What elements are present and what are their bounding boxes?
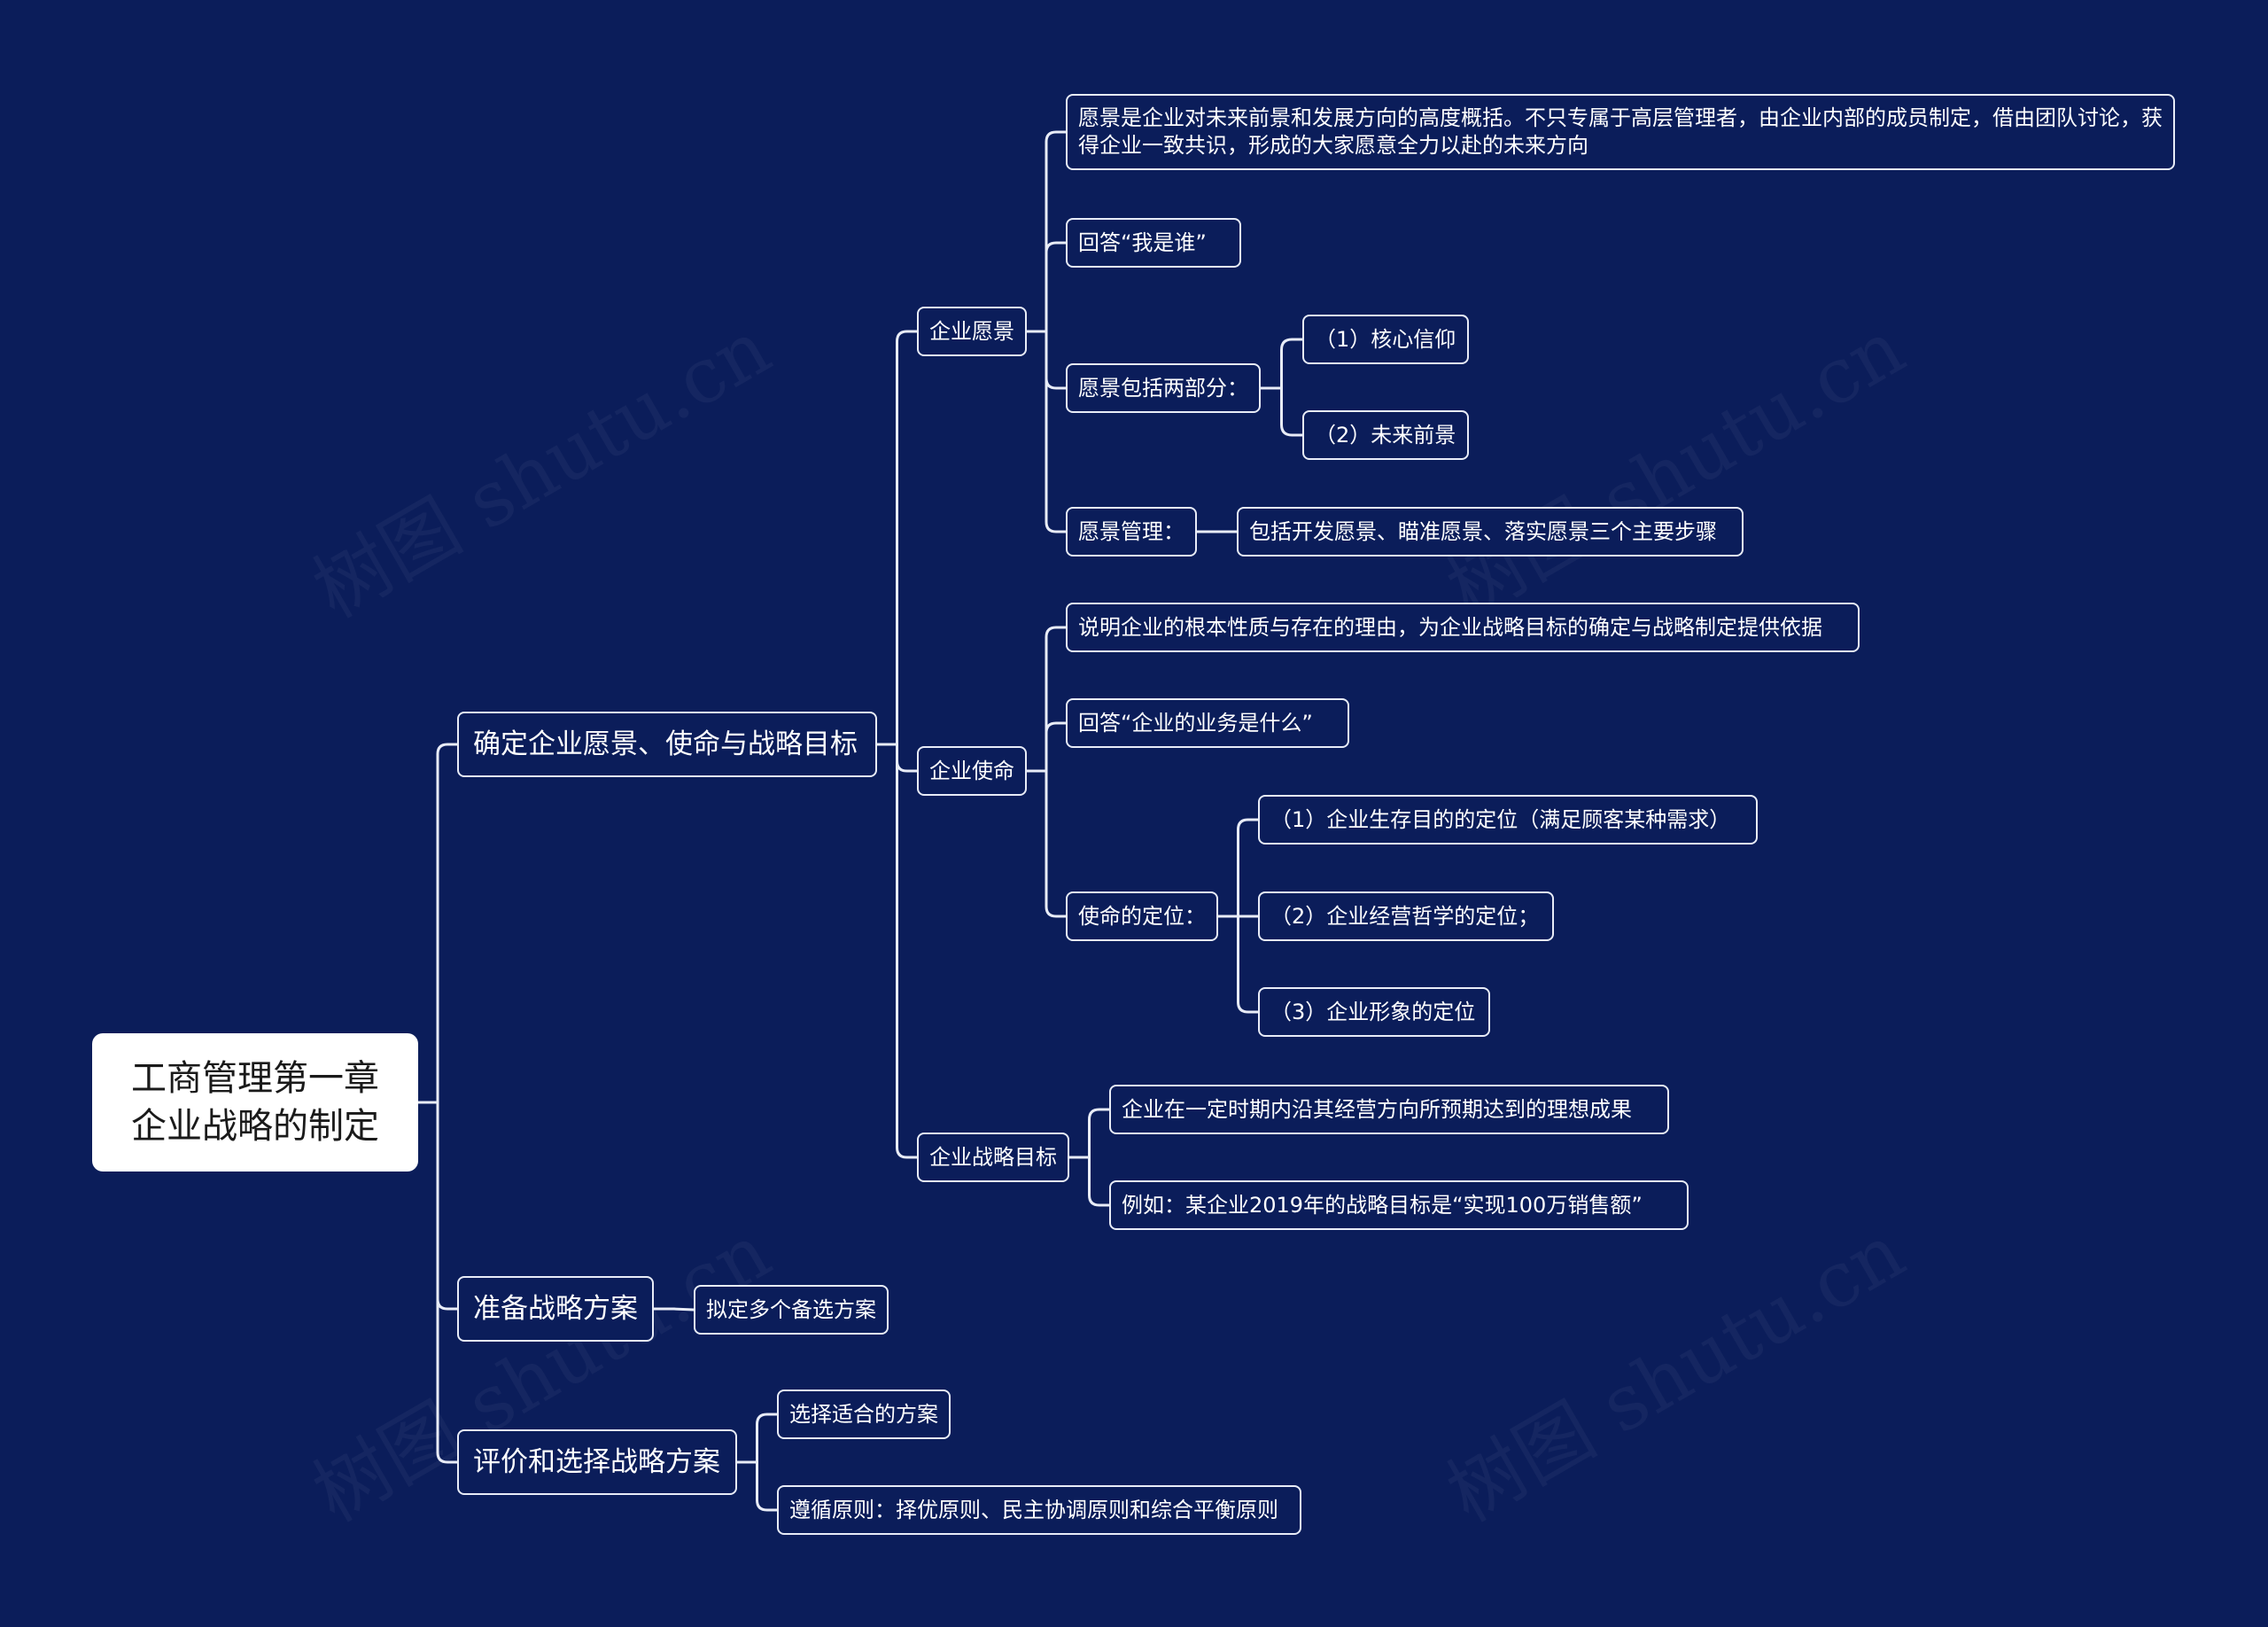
node-mission-definition[interactable]: 说明企业的根本性质与存在的理由，为企业战略目标的确定与战略制定提供依据: [1066, 603, 1860, 652]
node-vision[interactable]: 企业愿景: [917, 307, 1027, 356]
node-draft-alternatives[interactable]: 拟定多个备选方案: [694, 1285, 889, 1335]
watermark: 树图 shutu.cn: [1424, 288, 1921, 639]
node-vision-management-detail[interactable]: 包括开发愿景、瞄准愿景、落实愿景三个主要步骤: [1237, 507, 1744, 557]
connector-line: [1045, 330, 1068, 390]
node-vision-definition[interactable]: 愿景是企业对未来前景和发展方向的高度概括。不只专属于高层管理者，由企业内部的成员…: [1066, 94, 2175, 170]
connector-line: [896, 743, 919, 773]
node-positioning-purpose[interactable]: （1）企业生存目的的定位（满足顾客某种需求）: [1258, 795, 1758, 845]
connector-line: [1045, 241, 1068, 333]
root-title-line2: 企业战略的制定: [131, 1106, 379, 1147]
node-mission[interactable]: 企业使命: [917, 746, 1027, 796]
connector-line: [672, 1307, 695, 1312]
connector-line: [1045, 721, 1068, 773]
branch-strategy-goals[interactable]: 确定企业愿景、使命与战略目标: [457, 712, 877, 777]
connector-line: [436, 743, 459, 1104]
connector-line: [1280, 386, 1304, 437]
connector-line: [1045, 330, 1068, 533]
connector-line: [756, 1413, 779, 1464]
connector-line: [436, 1101, 459, 1311]
node-vision-answer[interactable]: 回答“我是谁”: [1066, 218, 1241, 268]
node-vision-management[interactable]: 愿景管理：: [1066, 507, 1197, 557]
connector-line: [1088, 1156, 1111, 1207]
connector-line: [436, 1101, 459, 1464]
node-mission-positioning[interactable]: 使命的定位：: [1066, 891, 1218, 941]
connector-line: [896, 743, 919, 1159]
node-goal-definition[interactable]: 企业在一定时期内沿其经营方向所预期达到的理想成果: [1109, 1085, 1669, 1134]
node-mission-answer[interactable]: 回答“企业的业务是什么”: [1066, 698, 1349, 748]
connector-line: [1237, 915, 1260, 1014]
connector-line: [1045, 130, 1068, 333]
node-goal-example[interactable]: 例如：某企业2019年的战略目标是“实现100万销售额”: [1109, 1180, 1689, 1230]
node-principles[interactable]: 遵循原则：择优原则、民主协调原则和综合平衡原则: [777, 1485, 1301, 1535]
node-choose-suitable[interactable]: 选择适合的方案: [777, 1390, 951, 1439]
node-positioning-philosophy[interactable]: （2）企业经营哲学的定位；: [1258, 891, 1554, 941]
branch-evaluate-plans[interactable]: 评价和选择战略方案: [457, 1429, 737, 1495]
node-strategic-goal[interactable]: 企业战略目标: [917, 1133, 1069, 1182]
watermark: 树图 shutu.cn: [290, 288, 787, 639]
connector-line: [1045, 769, 1068, 918]
connector-line: [1280, 338, 1304, 390]
root-node[interactable]: 工商管理第一章 企业战略的制定: [92, 1033, 418, 1172]
branch-prepare-plans[interactable]: 准备战略方案: [457, 1276, 654, 1342]
node-future-prospect[interactable]: （2）未来前景: [1302, 410, 1469, 460]
watermark: 树图 shutu.cn: [1424, 1192, 1921, 1543]
connector-line: [1088, 1108, 1111, 1159]
connector-line: [756, 1460, 779, 1512]
node-positioning-image[interactable]: （3）企业形象的定位: [1258, 987, 1490, 1037]
node-core-belief[interactable]: （1）核心信仰: [1302, 315, 1469, 364]
node-vision-parts[interactable]: 愿景包括两部分：: [1066, 363, 1261, 413]
connector-line: [1045, 626, 1068, 773]
connector-line: [896, 330, 919, 746]
connector-line: [1237, 818, 1260, 918]
root-title-line1: 工商管理第一章: [131, 1058, 379, 1099]
